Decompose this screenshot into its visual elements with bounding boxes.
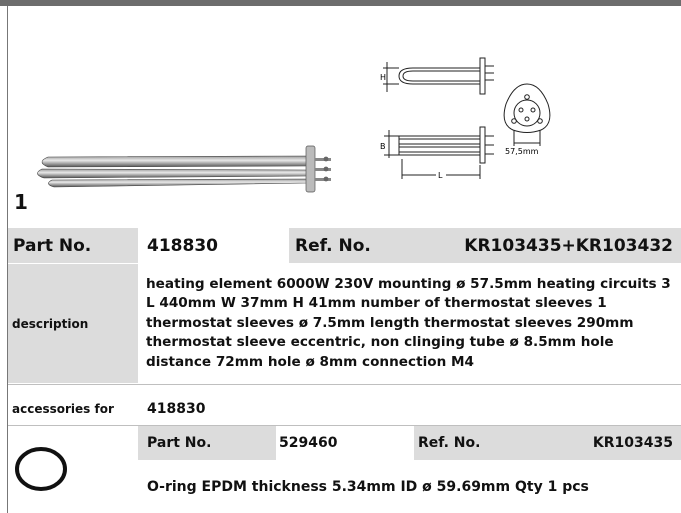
element-photo [37, 145, 331, 193]
o-ring-image [15, 447, 67, 491]
left-border [7, 6, 8, 513]
accessory-ref-no-value: KR103435 [552, 426, 681, 460]
dimension-drawing-bottom [384, 126, 494, 179]
heating-element-photo: H B L 57,5mm [37, 57, 551, 193]
dim-b-label: B [380, 142, 386, 151]
accessory-part-no-value: 529460 [279, 435, 338, 451]
part-no-value: 418830 [147, 235, 218, 256]
description-text: heating element 6000W 230V mounting ø 57… [146, 275, 671, 370]
ref-no-value: KR103435+KR103432 [437, 228, 681, 263]
accessory-description: O-ring EPDM thickness 5.34mm ID ø 59.69m… [147, 478, 589, 495]
flange-drawing [503, 83, 551, 146]
dimension-drawing-top [383, 57, 494, 95]
accessories-row: accessories for 418830 [8, 393, 681, 425]
top-bar [0, 0, 681, 6]
accessory-ref-no-label: Ref. No. [414, 426, 552, 460]
divider [8, 384, 681, 385]
dim-h-label: H [380, 73, 386, 82]
accessories-value: 418830 [147, 401, 206, 417]
description-row: description heating element 6000W 230V m… [8, 264, 681, 383]
dim-flange-label: 57,5mm [505, 147, 539, 156]
divider [8, 425, 681, 426]
part-row: Part No. 418830 Ref. No. KR103435+KR1034… [8, 228, 681, 263]
description-label: description [8, 264, 138, 383]
ref-no-label: Ref. No. [289, 228, 437, 263]
accessory-part-no-label: Part No. [138, 426, 276, 460]
part-no-label: Part No. [8, 228, 138, 263]
accessories-label: accessories for [12, 402, 114, 416]
oring-row: O-ring EPDM thickness 5.34mm ID ø 59.69m… [8, 447, 681, 513]
figure-number: 1 [14, 190, 28, 214]
dim-l-label: L [438, 171, 443, 180]
product-image-area: H B L 57,5mm [8, 6, 681, 228]
accessory-row: Part No. 529460 Ref. No. KR103435 [8, 426, 681, 460]
